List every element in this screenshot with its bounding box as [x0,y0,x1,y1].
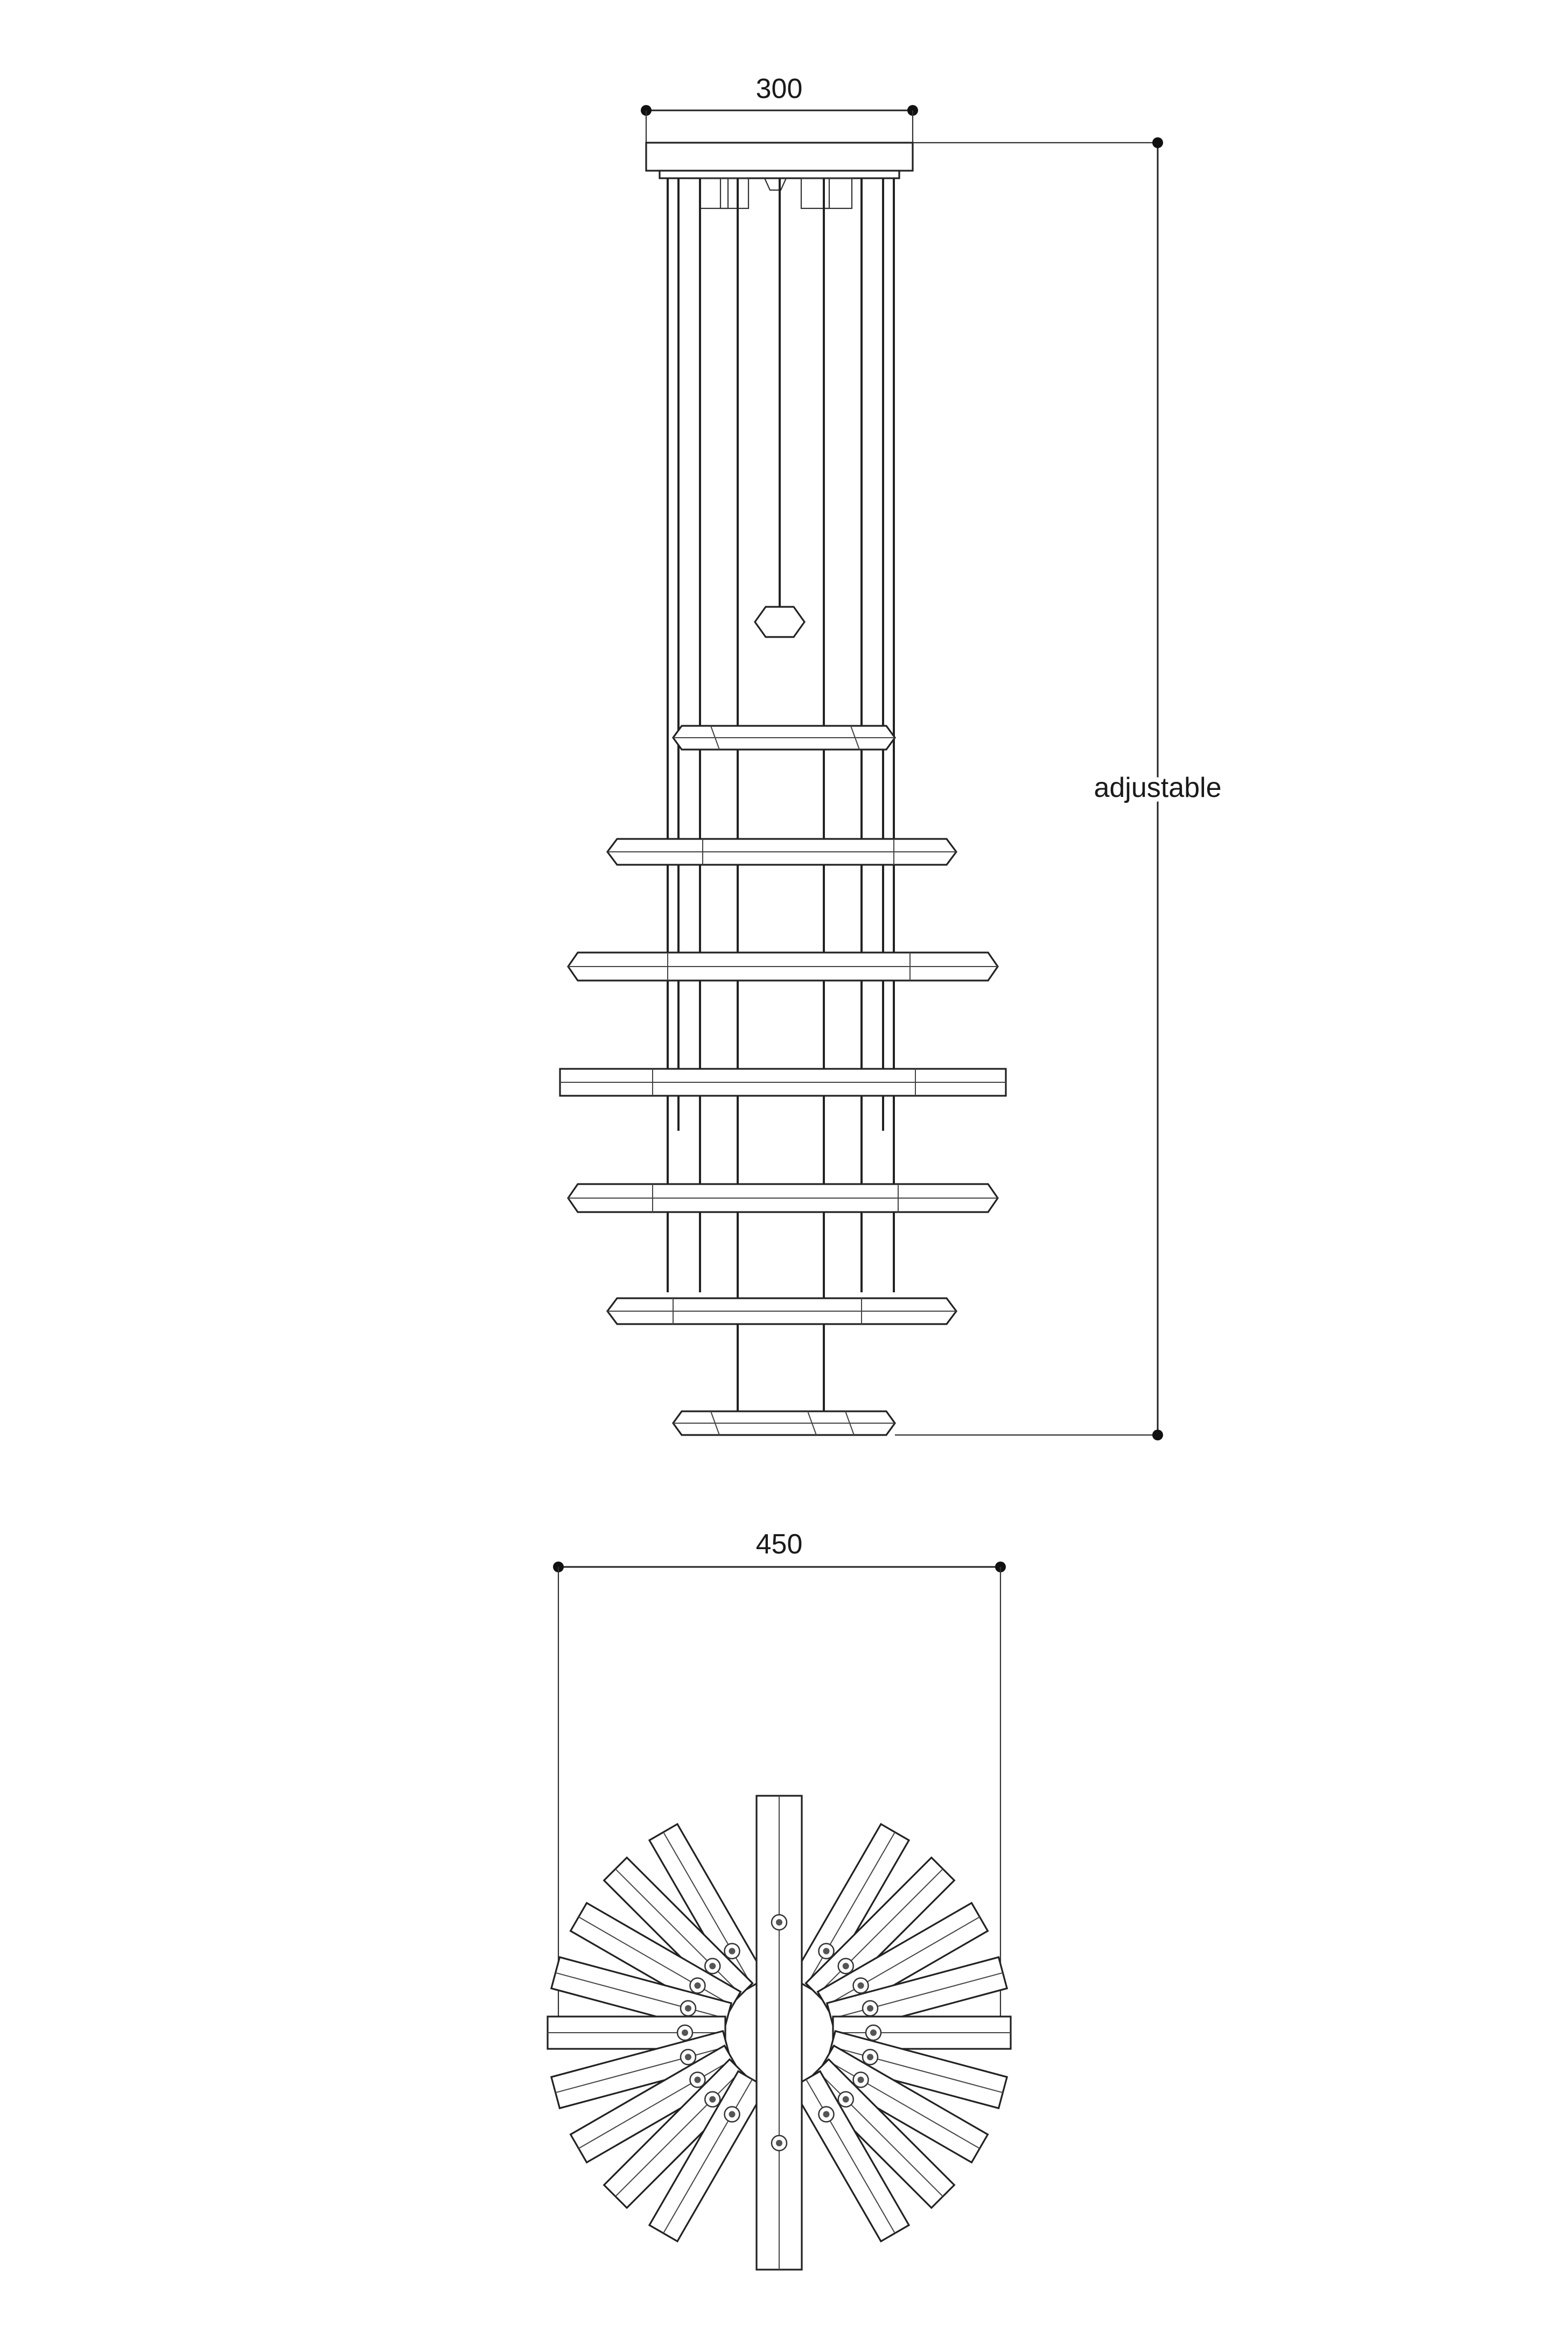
suspension-rods [667,178,895,1411]
drop-height-dimension: adjustable [895,137,1227,1440]
mounting-screw-center [823,1948,830,1955]
mounting-screw-center [694,1982,701,1989]
pendant-crystal [754,606,806,638]
radial-blades [547,1795,1012,2271]
mounting-screw-center [684,2005,691,2012]
mounting-screw-center [776,2140,782,2146]
canopy-width-label: 300 [756,73,803,104]
mounting-screw-center [867,2054,874,2061]
mounting-screw-center [776,1919,782,1926]
mounting-screw-center [870,2029,877,2036]
tier-bars [559,725,1007,1436]
elevation-view: 300 [559,73,1227,1440]
mounting-screw-center [857,2076,864,2083]
mounting-screw-center [842,2096,849,2103]
mounting-screw-center [709,1963,716,1970]
diameter-label: 450 [756,1529,803,1560]
mounting-screw-center [842,1963,849,1970]
mounting-screw-center [857,1982,864,1989]
plan-view: 450 [547,1529,1012,2271]
mounting-screw-center [729,1948,736,1955]
mounting-screw-center [694,2076,701,2083]
mounting-screw-center [684,2054,691,2061]
canopy-width-dimension: 300 [641,73,918,145]
mounting-screw-center [823,2111,830,2118]
ceiling-canopy [645,142,914,209]
mounting-screw-center [729,2111,736,2118]
mounting-screw-center [709,2096,716,2103]
mounting-screws [676,1914,882,2152]
mounting-screw-center [682,2029,688,2036]
mounting-screw-center [867,2005,874,2012]
drop-height-label: adjustable [1094,772,1221,803]
